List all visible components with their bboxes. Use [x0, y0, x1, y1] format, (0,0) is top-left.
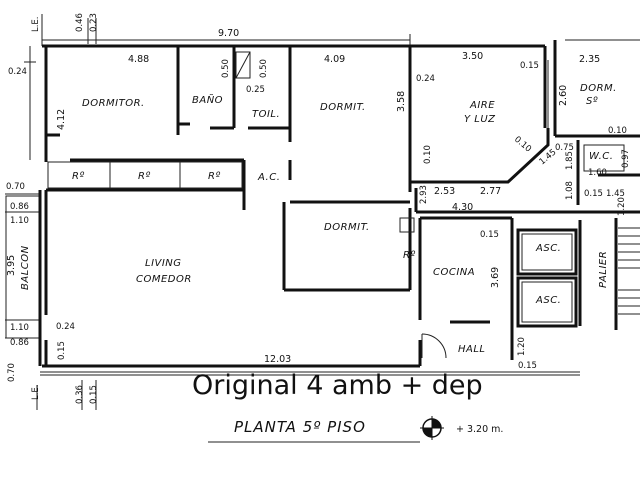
- plan-caption-title: Original 4 amb + dep: [192, 370, 483, 401]
- dim-0-86-top: 0.86: [10, 202, 29, 212]
- room-label-living: LIVING: [145, 258, 182, 269]
- dim-4-09: 4.09: [324, 54, 345, 65]
- dim-0-36: 0.36: [75, 385, 85, 404]
- room-label-asc-2: ASC.: [535, 295, 561, 306]
- room-label-placard-3: Rº: [208, 171, 221, 182]
- dim-2-53: 2.53: [434, 186, 455, 197]
- room-label-palier: PALIER: [598, 251, 609, 288]
- room-label-placard-4: Rº: [403, 250, 416, 261]
- dim-0-70-top: 0.70: [6, 182, 25, 192]
- dim-3-50: 3.50: [462, 51, 483, 62]
- dimension-values: 9.70 0.46 0.23 0.24 4.88 0.50 0.50 0.25 …: [6, 13, 631, 404]
- dim-0-15-b: 0.15: [584, 189, 603, 199]
- room-label-aire: AIRE: [469, 100, 495, 111]
- dim-0-70-bottom: 0.70: [7, 363, 17, 382]
- room-label-dormit-top: DORMIT.: [320, 102, 366, 113]
- room-label-dorm-s: DORM.: [580, 83, 617, 94]
- dim-0-15-f: 0.15: [89, 385, 99, 404]
- dim-12-03: 12.03: [264, 354, 291, 365]
- room-label-hall: HALL: [458, 344, 486, 355]
- dim-0-23: 0.23: [89, 13, 99, 32]
- level-marker-icon: [420, 416, 444, 440]
- dim-1-85: 1.85: [565, 151, 575, 170]
- room-label-comedor: COMEDOR: [136, 274, 192, 285]
- dim-1-10-top: 1.10: [10, 216, 29, 226]
- dim-3-58: 3.58: [396, 91, 407, 112]
- dim-0-25: 0.25: [246, 85, 265, 95]
- dim-2-60: 2.60: [558, 85, 569, 106]
- dim-1-60: 1.60: [588, 168, 607, 178]
- room-label-dormitor: DORMITOR.: [82, 98, 145, 109]
- dim-3-95: 3.95: [6, 255, 17, 276]
- dim-2-77: 2.77: [480, 186, 501, 197]
- dim-0-50-a: 0.50: [221, 59, 231, 78]
- dim-0-10-c: 0.10: [512, 135, 533, 155]
- dimension-lines: [5, 14, 640, 410]
- room-label-bano: BAÑO: [192, 93, 223, 106]
- room-label-dormit-mid: DORMIT.: [324, 222, 370, 233]
- room-label-wc: W.C.: [589, 151, 613, 162]
- dim-0-10-a: 0.10: [608, 126, 627, 136]
- plan-caption-subtitle: PLANTA 5º PISO: [234, 418, 366, 436]
- dim-0-50-b: 0.50: [259, 59, 269, 78]
- dim-9-70: 9.70: [218, 28, 239, 39]
- dim-0-15-c: 0.15: [480, 230, 499, 240]
- dim-4-30: 4.30: [452, 202, 473, 213]
- label-le-top: L.E.: [31, 16, 41, 32]
- dim-0-15-a: 0.15: [520, 61, 539, 71]
- dim-4-12: 4.12: [56, 109, 67, 130]
- dim-1-10-bottom: 1.10: [10, 323, 29, 333]
- dim-2-35: 2.35: [579, 54, 600, 65]
- dim-1-20-right: 1.20: [617, 197, 627, 216]
- dim-0-46: 0.46: [75, 13, 85, 32]
- dim-3-69: 3.69: [490, 267, 501, 288]
- dim-0-86-bottom: 0.86: [10, 338, 29, 348]
- room-label-y-luz: Y LUZ: [464, 114, 496, 125]
- room-label-cocina: COCINA: [433, 267, 475, 278]
- walls: [5, 40, 640, 368]
- dim-1-08: 1.08: [565, 181, 575, 200]
- dim-0-97: 0.97: [621, 149, 631, 168]
- room-labels: DORMITOR. BAÑO TOIL. DORMIT. AIRE Y LUZ …: [20, 16, 617, 400]
- dim-0-10-b: 0.10: [423, 145, 433, 164]
- dim-1-45-b: 1.45: [606, 189, 625, 199]
- dim-0-24-mid: 0.24: [416, 74, 435, 84]
- room-label-balcon: BALCON: [20, 245, 31, 290]
- dim-1-20-hall: 1.20: [517, 337, 527, 356]
- room-label-placard-2: Rº: [138, 171, 151, 182]
- dim-0-75: 0.75: [555, 143, 574, 153]
- room-label-ac: A.C.: [257, 172, 280, 183]
- room-label-asc-1: ASC.: [535, 243, 561, 254]
- room-label-toil: TOIL.: [252, 109, 280, 120]
- dim-0-15-e: 0.15: [518, 361, 537, 371]
- label-le-bottom: L.E.: [31, 384, 41, 400]
- dim-0-15-d: 0.15: [57, 341, 67, 360]
- dim-0-24-bottom: 0.24: [56, 322, 75, 332]
- room-label-placard-1: Rº: [72, 171, 85, 182]
- room-label-dorm-s-sub: Sº: [586, 96, 598, 107]
- dim-4-88: 4.88: [128, 54, 149, 65]
- plan-level-label: + 3.20 m.: [456, 424, 504, 435]
- dim-0-24-left: 0.24: [8, 67, 27, 77]
- dim-2-93: 2.93: [419, 185, 429, 204]
